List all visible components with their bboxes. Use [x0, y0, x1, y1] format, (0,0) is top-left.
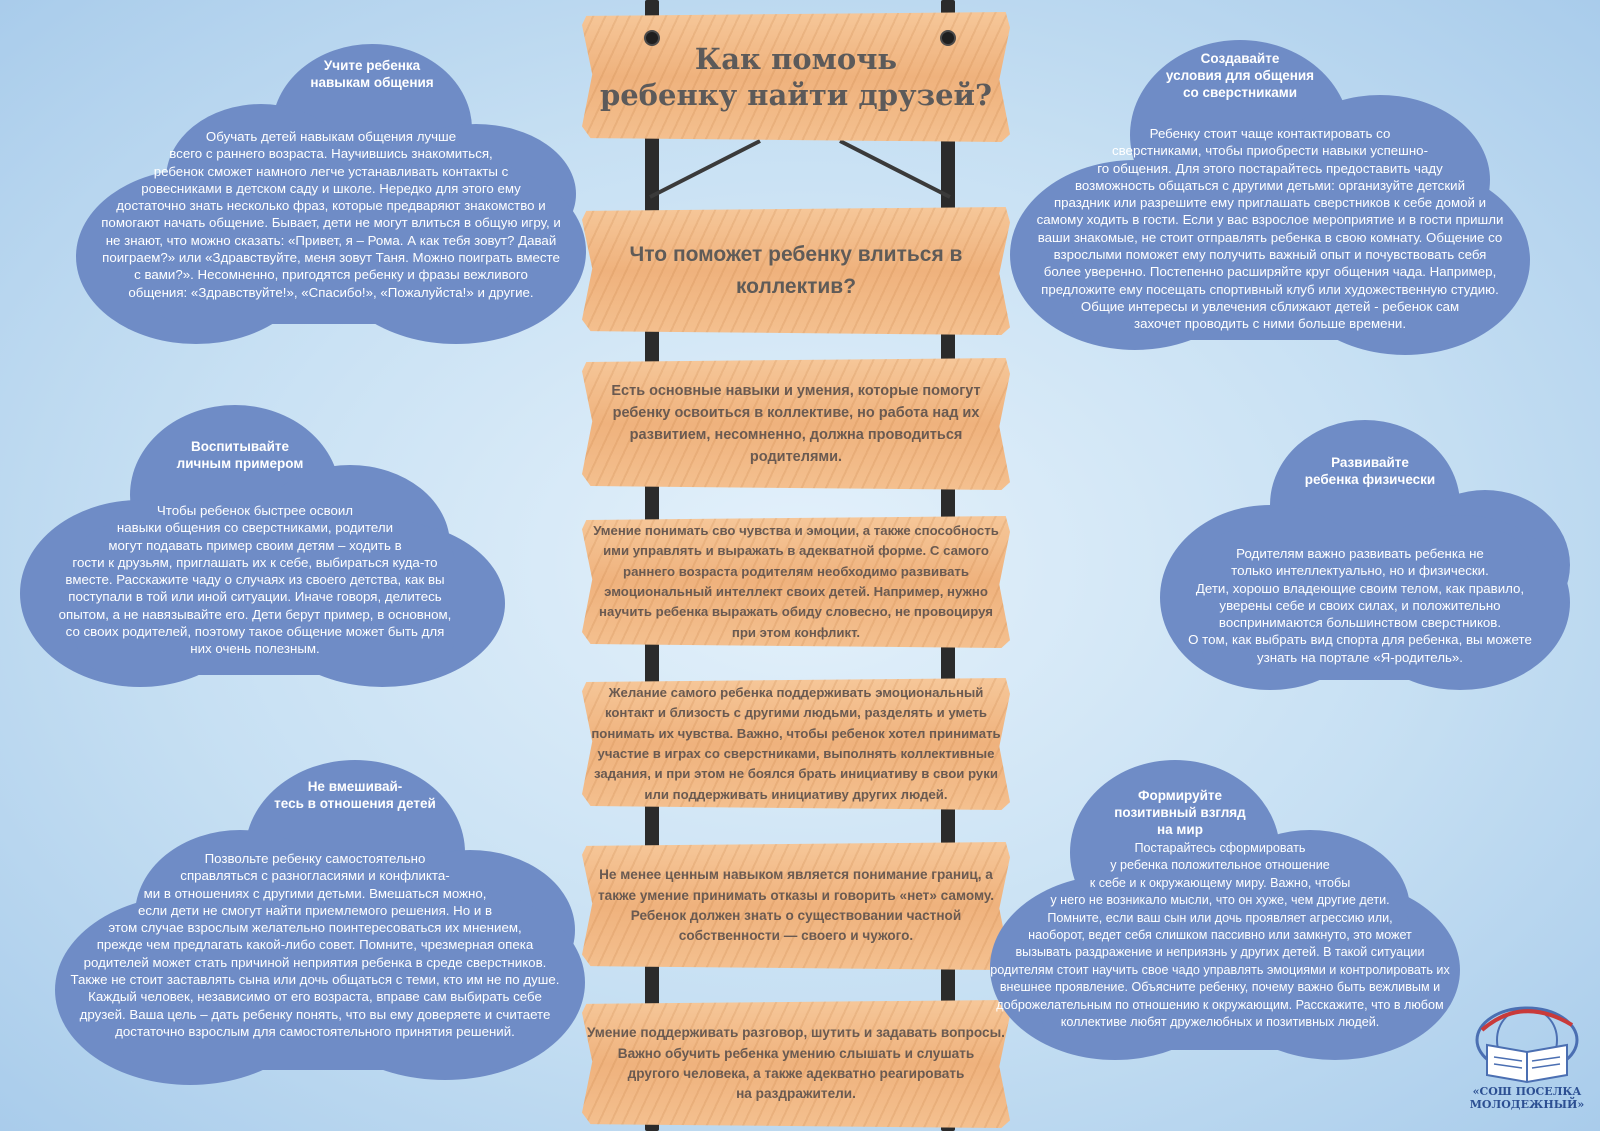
open-book-globe-icon — [1475, 1006, 1579, 1084]
heading-plank: Что поможет ребенку влиться в коллектив? — [582, 207, 1010, 335]
cloud-title: Учите ребенка навыкам общения — [310, 58, 434, 90]
ladder-heading: Что поможет ребенку влиться в коллектив? — [629, 243, 963, 298]
cloud-body: Постарайтесь сформировать у ребенка поло… — [990, 841, 1450, 1030]
cloud-title: Воспитывайте личным примером — [176, 439, 304, 471]
skill-plank: Не менее ценным навыком является пониман… — [582, 842, 1010, 970]
hanging-rope — [649, 139, 951, 199]
school-logo: «СОШ ПОСЕЛКА МОЛОДЕЖНЫЙ» — [1462, 1000, 1592, 1120]
nail-icon — [940, 30, 956, 46]
cloud-title: Создавайте условия для общения со сверст… — [1165, 51, 1315, 100]
cloud-title: Не вмешивай- тесь в отношения детей — [274, 779, 436, 811]
cloud-positive-outlook: Формируйте позитивный взгляд на мир Пост… — [990, 760, 1460, 1060]
school-logo-caption: «СОШ ПОСЕЛКА МОЛОДЕЖНЫЙ» — [1469, 1085, 1585, 1111]
intro-plank: Есть основные навыки и умения, которые п… — [582, 358, 1010, 490]
cloud-do-not-interfere: Не вмешивай- тесь в отношения детей Позв… — [55, 760, 585, 1085]
skill-plank: Желание самого ребенка поддерживать эмоц… — [582, 678, 1010, 810]
cloud-personal-example: Воспитывайте личным примером Чтобы ребен… — [20, 405, 505, 687]
cloud-body: Ребенку стоит чаще контактировать со све… — [1036, 126, 1504, 332]
ladder-intro: Есть основные навыки и умения, которые п… — [611, 383, 981, 465]
nail-icon — [644, 30, 660, 46]
cloud-body: Позвольте ребенку самостоятельно справля… — [70, 851, 560, 1039]
skill-text: Желание самого ребенка поддерживать эмоц… — [591, 684, 1001, 802]
skill-plank: Умение понимать сво чувства и эмоции, а … — [582, 516, 1010, 648]
cloud-title: Формируйте позитивный взгляд на мир — [1114, 788, 1246, 837]
cloud-create-conditions: Создавайте условия для общения со сверст… — [1010, 40, 1530, 358]
skill-plank: Умение поддерживать разговор, шутить и з… — [582, 1000, 1010, 1128]
cloud-body: Обучать детей навыкам общения лучше всег… — [101, 129, 561, 300]
skill-text: Не менее ценным навыком является пониман… — [598, 867, 994, 944]
cloud-body: Чтобы ребенок быстрее освоил навыки обще… — [58, 503, 452, 657]
skill-text: Умение поддерживать разговор, шутить и з… — [587, 1025, 1005, 1102]
cloud-title: Развивайте ребенка физически — [1304, 455, 1436, 487]
cloud-physical-development: Развивайте ребенка физически Родителям в… — [1160, 420, 1570, 690]
cloud-teach-communication: Учите ребенка навыкам общения Обучать де… — [76, 44, 586, 344]
skill-text: Умение понимать сво чувства и эмоции, а … — [593, 522, 999, 640]
cloud-body: Родителям важно развивать ребенка не тол… — [1188, 546, 1532, 665]
title-plank: Как помочь ребенку найти друзей? — [582, 12, 1010, 142]
page-title: Как помочь ребенку найти друзей? — [599, 42, 993, 112]
